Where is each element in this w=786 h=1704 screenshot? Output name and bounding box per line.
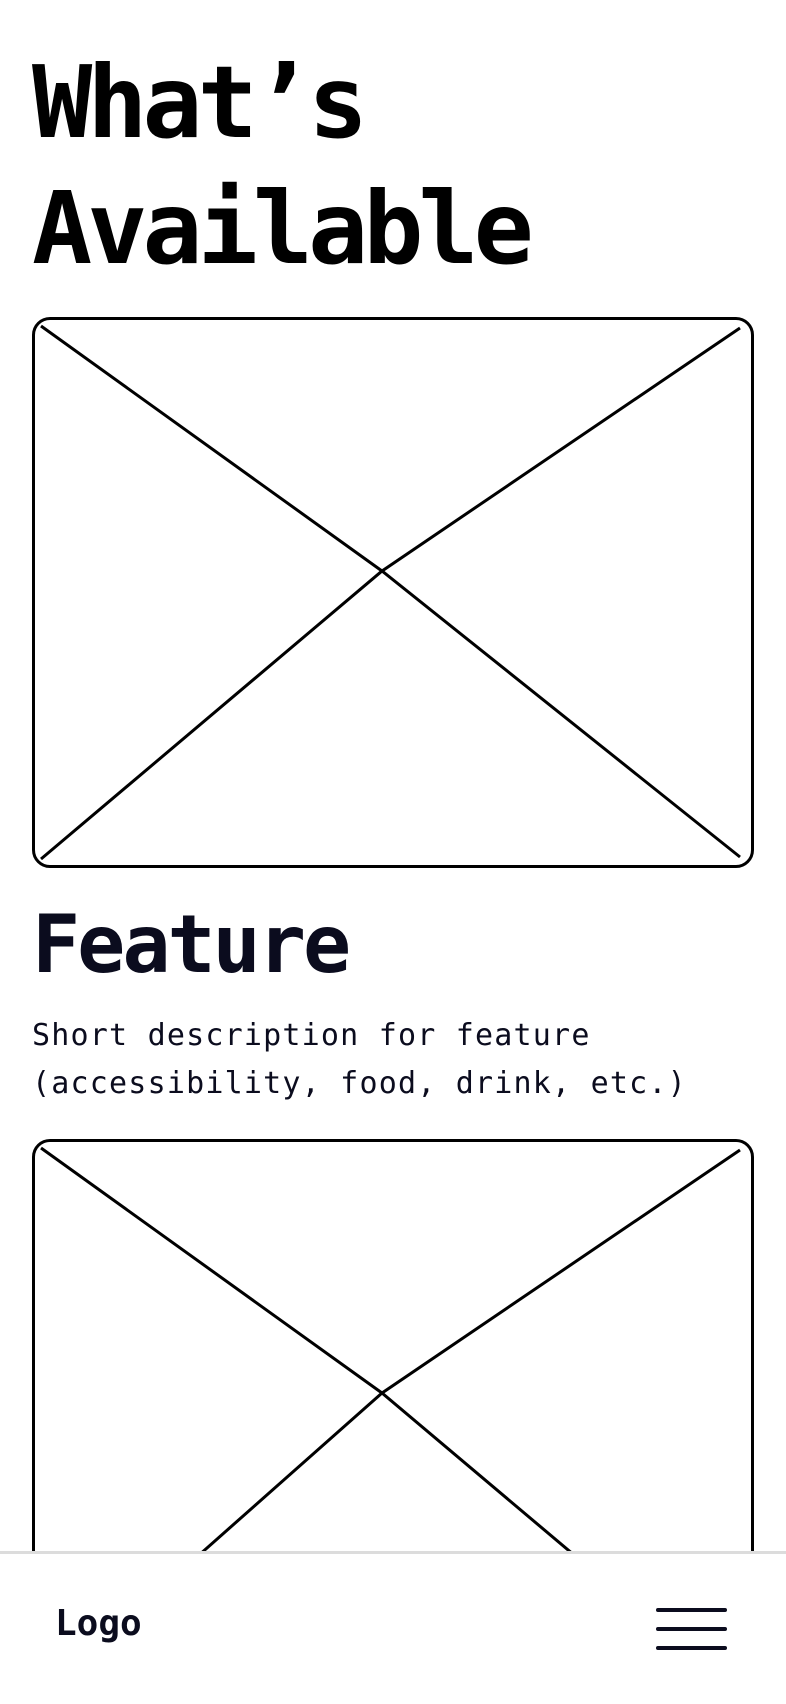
feature-description: Short description for feature (accessibi… bbox=[32, 1018, 687, 1101]
feature-title: Feature bbox=[32, 898, 351, 991]
placeholder-cross-icon bbox=[35, 320, 751, 865]
page-title: What’s Available bbox=[32, 44, 534, 287]
image-placeholder bbox=[32, 317, 754, 868]
menu-button[interactable] bbox=[650, 1606, 730, 1662]
bottom-navigation-bar: Logo bbox=[0, 1551, 786, 1704]
logo-link[interactable]: Logo bbox=[55, 1603, 142, 1644]
